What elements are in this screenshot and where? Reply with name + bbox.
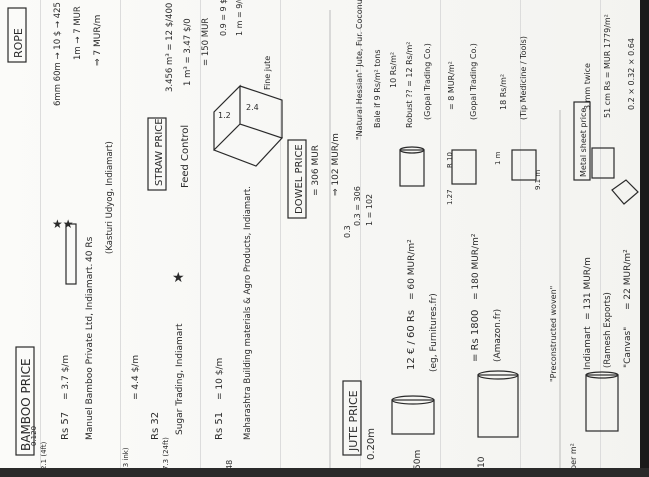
- straw-title: STRAW PRICE: [154, 118, 165, 186]
- jute-price-1-eq: = 60 MUR/m²: [407, 239, 417, 300]
- rope-bale-price: Bale if 9 Rs/m² tons: [373, 49, 382, 128]
- rope-label-91m: 9.1 m: [534, 170, 542, 190]
- metal-price: 51 cm Rs = MUR 1779/m²: [603, 14, 612, 118]
- bamboo-source-3: Maharashtra Building materials & Agro Pr…: [243, 186, 253, 440]
- bamboo-label-48: 48: [225, 460, 234, 470]
- rope-line-2: 1m → 7 MUR: [73, 6, 83, 60]
- star-mark: ★: [172, 270, 185, 286]
- jute-length-50: 50m: [413, 450, 423, 470]
- rope-line-3: ⇒ 7 MUR/m: [93, 15, 103, 66]
- rope-line-1: 6mm 60m → 10 $ → 425 M: [53, 0, 63, 106]
- rope-robust: Robust ?? = 12 Rs/m²: [405, 41, 414, 128]
- metal-3mm: 3 mm twice: [583, 63, 592, 110]
- jute-price-1: 12 € / 60 Rs: [406, 310, 417, 370]
- bamboo-label-7-3: 7.3 (24ft): [162, 437, 170, 470]
- bamboo-price-1: Rs 57: [60, 412, 71, 440]
- straw-subtitle: Feed Control: [180, 125, 191, 188]
- rope-10rs: 10 Rs/m²: [389, 52, 398, 88]
- dowel-label-03b: 0.3: [343, 225, 352, 238]
- jute-width: 0.20m: [366, 428, 377, 460]
- rope-label-127: 1.27: [446, 189, 454, 205]
- rope-gopal-1: (Gopal Trading Co.): [423, 43, 432, 120]
- dowel-title: DOWEL PRICE: [294, 144, 305, 214]
- rope-gopal-2: (Gopal Trading Co.): [469, 43, 478, 120]
- bamboo-label-2-1: 2.1 (4ft): [40, 441, 48, 470]
- jute-price-2: = Rs 1800: [470, 310, 481, 362]
- jute-price-4-eq: = 22 MUR/m²: [623, 249, 633, 310]
- metal-sheet-title: Metal sheet price: [579, 108, 588, 177]
- jute-price-1-source: (eg, Furnitures.fr): [429, 293, 439, 372]
- rope-18rs: 18 Rs/m²: [499, 74, 508, 110]
- jute-preconstructed-note: "Preconstructed woven": [549, 286, 558, 382]
- jute-price-3-source: (Ramesh Exports): [603, 292, 613, 368]
- dowel-label-1-102: 1 = 102: [365, 194, 374, 226]
- straw-dim-2: 2.4: [246, 103, 259, 112]
- bamboo-price-3-unit: = 10 $/m: [215, 358, 225, 400]
- bamboo-price-2-unit: = 4.4 $/m: [131, 355, 141, 400]
- rope-fine-jute: Fine jute: [263, 56, 272, 90]
- bamboo-price-1-unit: = 3.7 $/m: [61, 355, 71, 400]
- jute-length-10: 10: [477, 456, 487, 468]
- bamboo-price-2: Rs 32: [150, 412, 161, 440]
- bamboo-label-0120: 0.120: [30, 426, 38, 446]
- jute-price-3-eq: = 131 MUR/m: [583, 257, 593, 320]
- straw-stars: ★★: [52, 217, 74, 231]
- rope-title: ROPE: [12, 28, 25, 58]
- rope-natural-hessian: "Natural Hessian" Jute, Fur. Coconut: [355, 0, 364, 140]
- dowel-line-2: ⇒ 102 MUR/m: [331, 133, 341, 196]
- bamboo-title: BAMBOO PRICE: [19, 358, 33, 451]
- straw-calc-3: = 150 MUR: [201, 18, 211, 66]
- rope-line-5: 1 m = 9/0.9 = 10: [235, 0, 244, 36]
- rope-line-4: 0.9 = 9 $: [219, 0, 228, 36]
- dowel-line-1: = 306 MUR: [311, 145, 321, 196]
- rope-label-r10: R 10: [446, 152, 454, 168]
- straw-calc-2: 1 m³ = 3.47 $/0: [183, 18, 193, 86]
- rope-8mur: = 8 MUR/m²: [447, 61, 456, 110]
- straw-price: 40 Rs: [85, 236, 95, 262]
- jute-title: JUTE PRICE: [347, 390, 360, 452]
- straw-calc-1: 3.456 m³ = 12 $/400: [165, 3, 175, 92]
- bamboo-price-3: Rs 51: [214, 412, 225, 440]
- paper-edge: [640, 0, 649, 477]
- metal-dims: 0.2 × 0.32 × 0.64: [627, 38, 636, 110]
- straw-dim-1: 1.2: [218, 111, 231, 120]
- jute-price-2-eq: = 180 MUR/m²: [471, 233, 481, 300]
- paper-bottom-edge: [0, 468, 649, 477]
- jute-per-m2: per m²: [569, 443, 578, 470]
- dowel-label-03: 0.3 = 306: [353, 186, 362, 226]
- bamboo-label-3ink: (3 ink): [122, 447, 130, 470]
- rope-label-1m: 1 m: [494, 151, 502, 165]
- jute-price-4-label: "Canvas": [623, 327, 633, 368]
- jute-price-2-source: (Amazon.fr): [493, 309, 503, 362]
- straw-source: (Kasturi Udyog, Indiamart): [105, 141, 115, 254]
- jute-price-3-label: Indiamart: [583, 326, 593, 370]
- bamboo-source-1: Manuel Bamboo Private Ltd, Indiamart.: [85, 264, 95, 440]
- bamboo-source-2: Sugar Trading, Indiamart: [175, 323, 185, 435]
- rope-tip-medicine: (Tip Medicine / Tools): [519, 36, 528, 120]
